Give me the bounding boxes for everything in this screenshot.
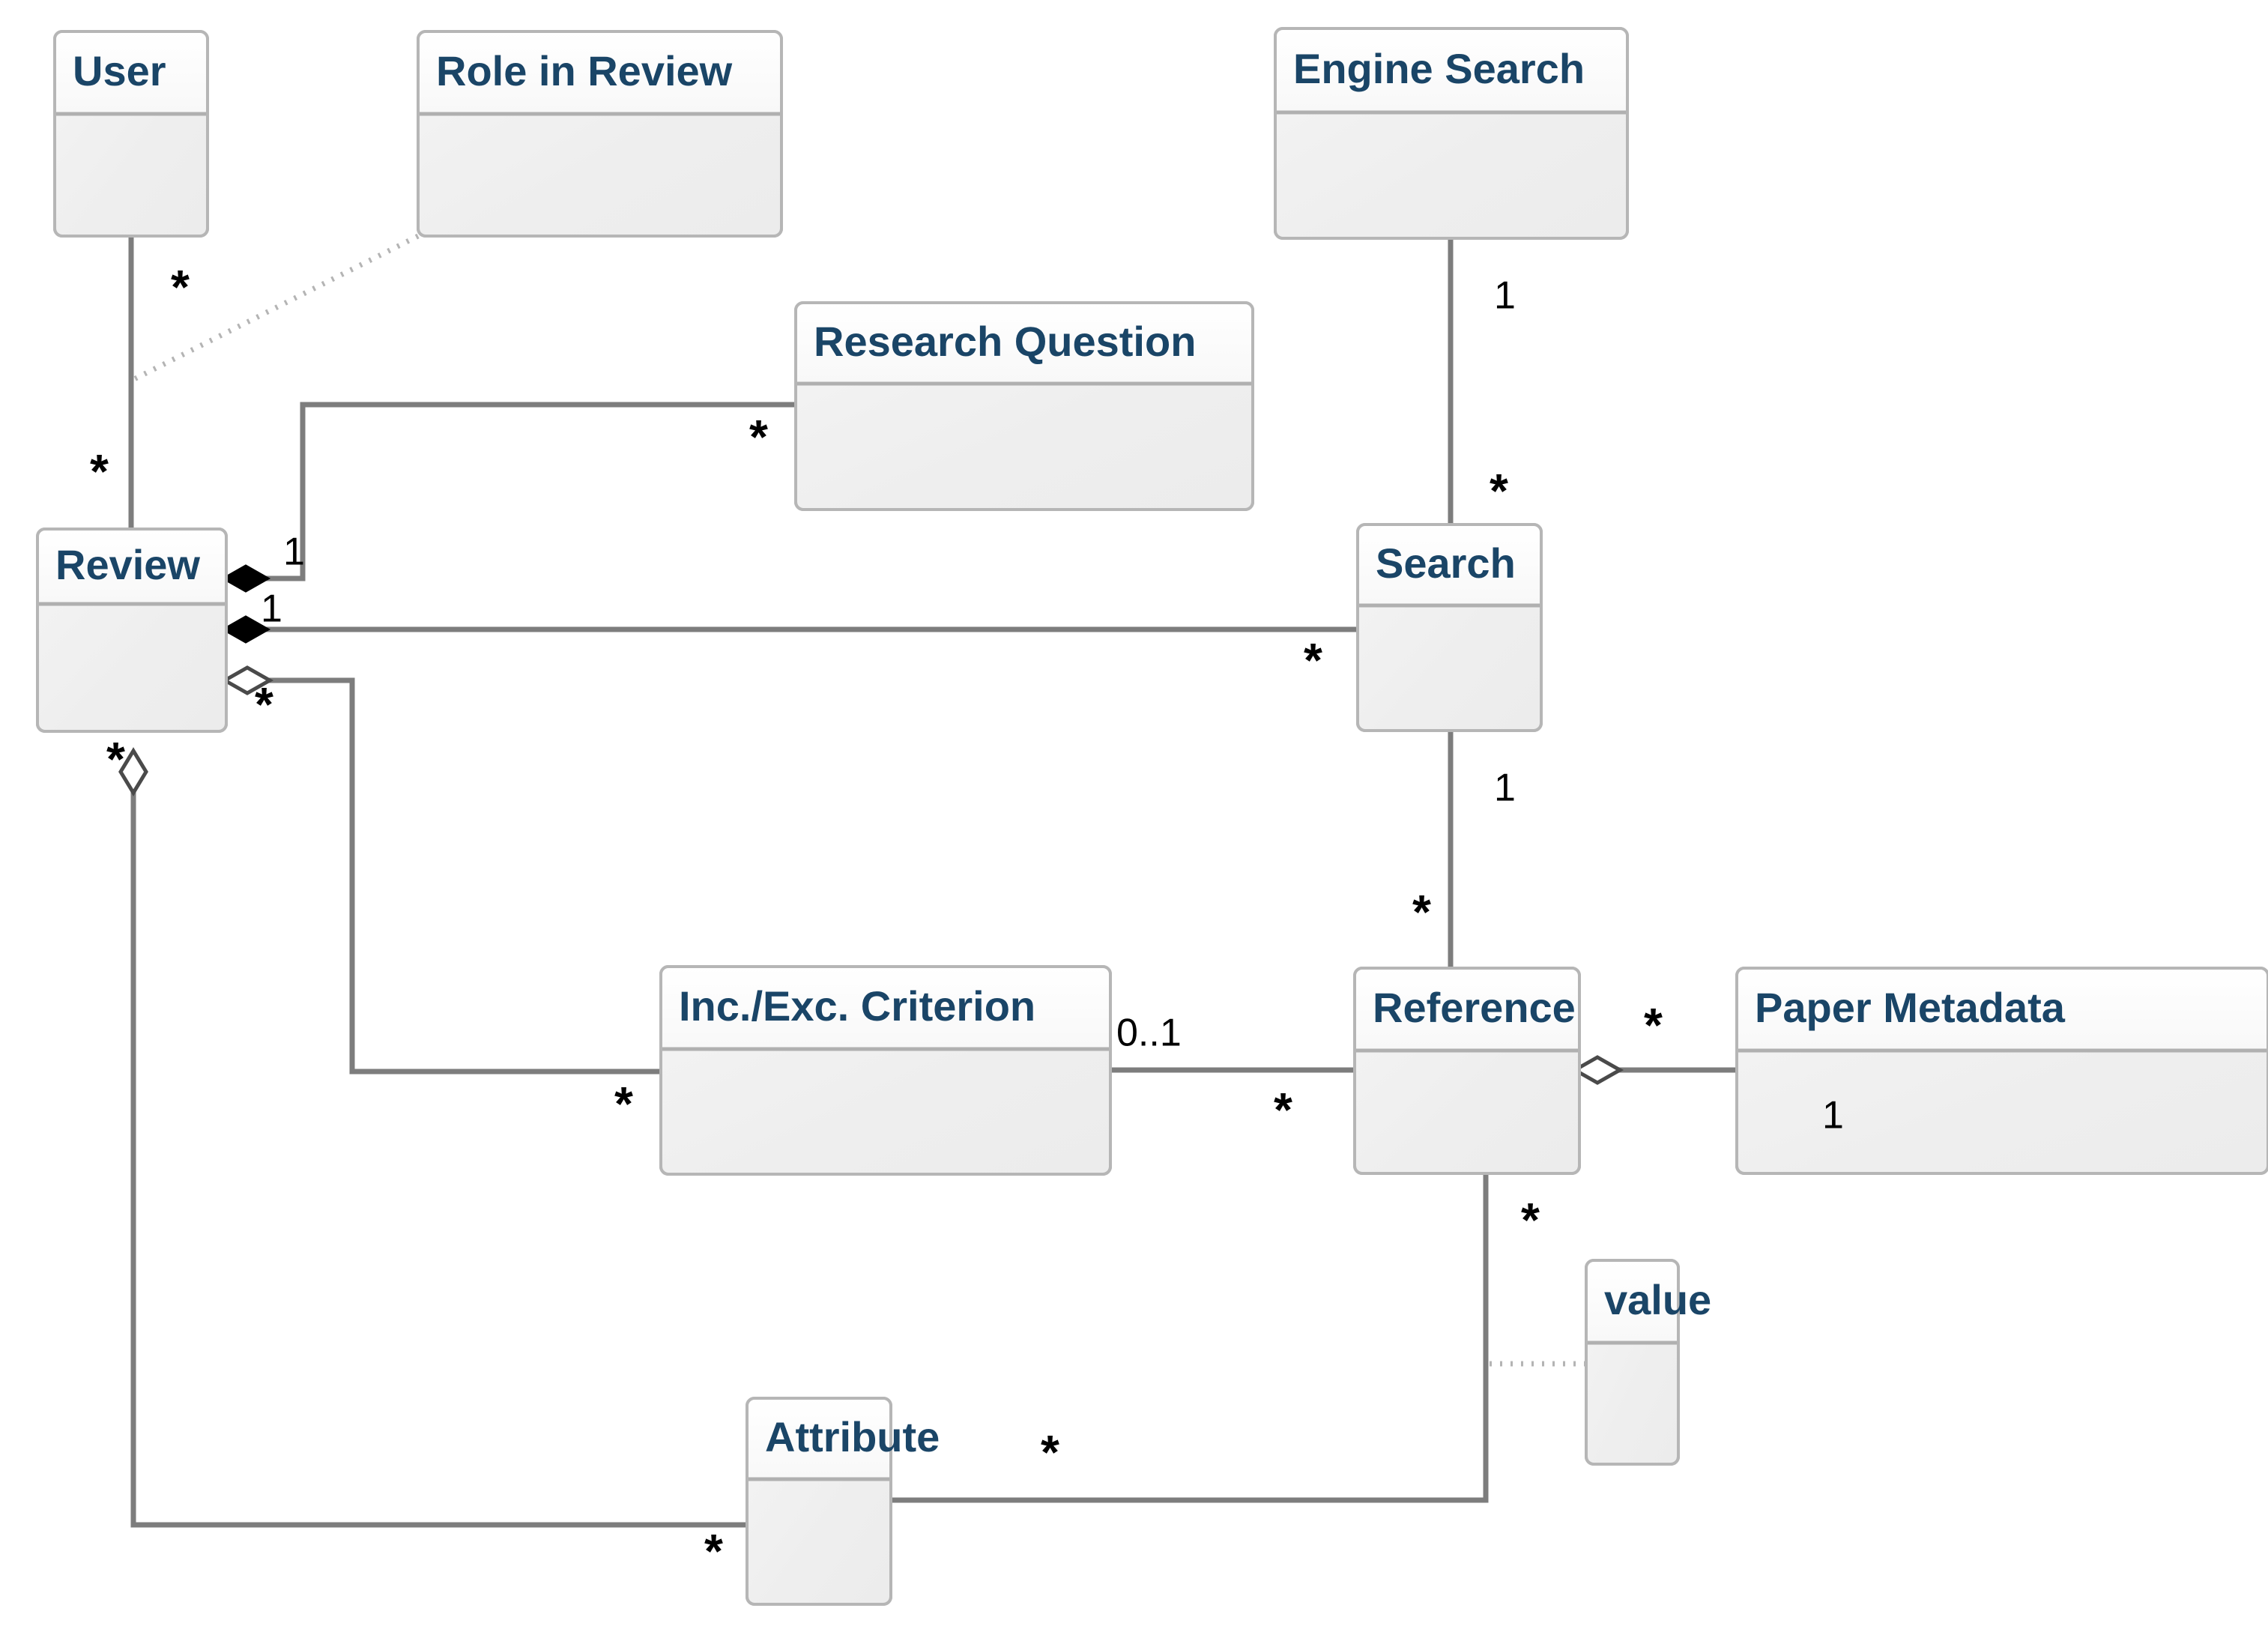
multiplicity-labels-layer: * * 1 * 1 * * * 1 * 1 * 0..1 * * * 1 * * * (90, 260, 1844, 1578)
relationship-edges-layer (128, 233, 1737, 1528)
multiplicity-label-m-attr-left-star: * (704, 1524, 723, 1578)
multiplicity-label-m-search-star: * (1304, 633, 1322, 687)
relationship-edge-role-dependency (130, 233, 420, 384)
class-boxes-layer: User Role in Review Engine SearchResearch … (36, 27, 2268, 1606)
multiplicity-label-m-review-crit-star: * (255, 677, 273, 731)
class-name-search: Search (1376, 540, 1516, 587)
multiplicity-label-m-rq-star: * (749, 410, 768, 464)
aggregation-diamond-reference-metadata (1570, 1055, 1624, 1085)
class-box-border (794, 301, 1254, 511)
multiplicity-label-m-search-top-star: * (1490, 464, 1508, 518)
multiplicity-label-m-engine-1: 1 (1494, 274, 1516, 318)
class-box-border (659, 965, 1112, 1176)
class-box-border (417, 30, 783, 238)
class-name-rq: Research Question (814, 318, 1196, 365)
class-box-role[interactable]: Role in Review (417, 30, 783, 238)
relationship-edge-review-criterion (226, 677, 661, 1075)
relationship-edge-reference-attribute (891, 1173, 1489, 1503)
composition-diamond-review-search (220, 615, 271, 644)
multiplicity-label-m-user-star: * (171, 260, 190, 314)
multiplicity-label-m-ref-top-star: * (1412, 885, 1431, 939)
class-box-border (53, 30, 209, 238)
class-box-border (36, 528, 228, 733)
relationship-edge-review-rq (226, 402, 796, 581)
class-name-criterion: Inc./Exc. Criterion (679, 982, 1035, 1030)
class-box-border (746, 1397, 892, 1606)
class-box-border (1735, 967, 2268, 1175)
class-box-border (1356, 523, 1543, 732)
multiplicity-label-m-review-star: * (90, 444, 109, 498)
class-box-reference[interactable]: Reference (1353, 967, 1581, 1175)
class-box-attribute[interactable]: Attribute (746, 1397, 940, 1606)
class-header-fill (1586, 1260, 1678, 1343)
class-box-engine[interactable]: Engine Search (1274, 27, 1629, 240)
class-box-rq[interactable]: Research Question (794, 301, 1254, 511)
class-header-fill (1355, 968, 1579, 1051)
class-name-value: value (1604, 1276, 1711, 1323)
aggregation-diamond-review-attribute (118, 747, 148, 797)
multiplicity-label-m-review-attr-star: * (106, 732, 125, 786)
multiplicity-label-m-meta-star: * (1644, 998, 1663, 1052)
multiplicity-label-m-search-down-1: 1 (1494, 767, 1516, 810)
class-name-reference: Reference (1373, 984, 1576, 1031)
multiplicity-label-m-attr-right-star: * (1041, 1425, 1059, 1479)
relationship-edge-review-attribute (130, 754, 747, 1528)
class-header-fill (1737, 968, 2268, 1051)
class-header-fill (747, 1398, 891, 1479)
class-header-fill (1358, 525, 1541, 605)
class-name-metadata: Paper Metadata (1755, 984, 2066, 1031)
class-name-role: Role in Review (436, 47, 733, 94)
class-name-user: User (73, 47, 166, 94)
class-box-border (1585, 1259, 1680, 1466)
class-box-border (1353, 967, 1581, 1175)
class-box-criterion[interactable]: Inc./Exc. Criterion (659, 965, 1112, 1176)
multiplicity-label-m-review-rq-1: 1 (283, 531, 305, 574)
composition-diamond-review-rq (220, 564, 271, 593)
class-header-fill (55, 31, 208, 114)
class-header-fill (418, 31, 781, 114)
class-header-fill (661, 967, 1110, 1049)
class-header-fill (796, 303, 1253, 384)
multiplicity-label-m-review-search-1: 1 (261, 587, 282, 631)
multiplicity-label-m-ref-left-star: * (1274, 1083, 1292, 1137)
class-header-fill (37, 529, 226, 604)
multiplicity-label-m-crit-left-star: * (614, 1077, 633, 1131)
class-box-border (1274, 27, 1629, 240)
class-name-attribute: Attribute (765, 1413, 940, 1460)
relationship-decorators-layer (118, 564, 1624, 1085)
multiplicity-label-m-meta-1: 1 (1822, 1094, 1844, 1137)
class-header-fill (1275, 28, 1627, 112)
class-box-metadata[interactable]: Paper Metadata (1735, 967, 2268, 1175)
multiplicity-label-m-crit-0-1: 0..1 (1116, 1012, 1182, 1055)
class-name-review: Review (55, 541, 200, 588)
class-name-engine: Engine Search (1293, 45, 1585, 92)
class-box-value[interactable]: value (1585, 1259, 1711, 1466)
class-box-search[interactable]: Search (1356, 523, 1543, 732)
aggregation-diamond-review-criterion (220, 665, 274, 695)
class-box-review[interactable]: Review (36, 528, 228, 733)
class-box-user[interactable]: User (53, 30, 209, 238)
multiplicity-label-m-ref-attr-star: * (1521, 1193, 1540, 1247)
